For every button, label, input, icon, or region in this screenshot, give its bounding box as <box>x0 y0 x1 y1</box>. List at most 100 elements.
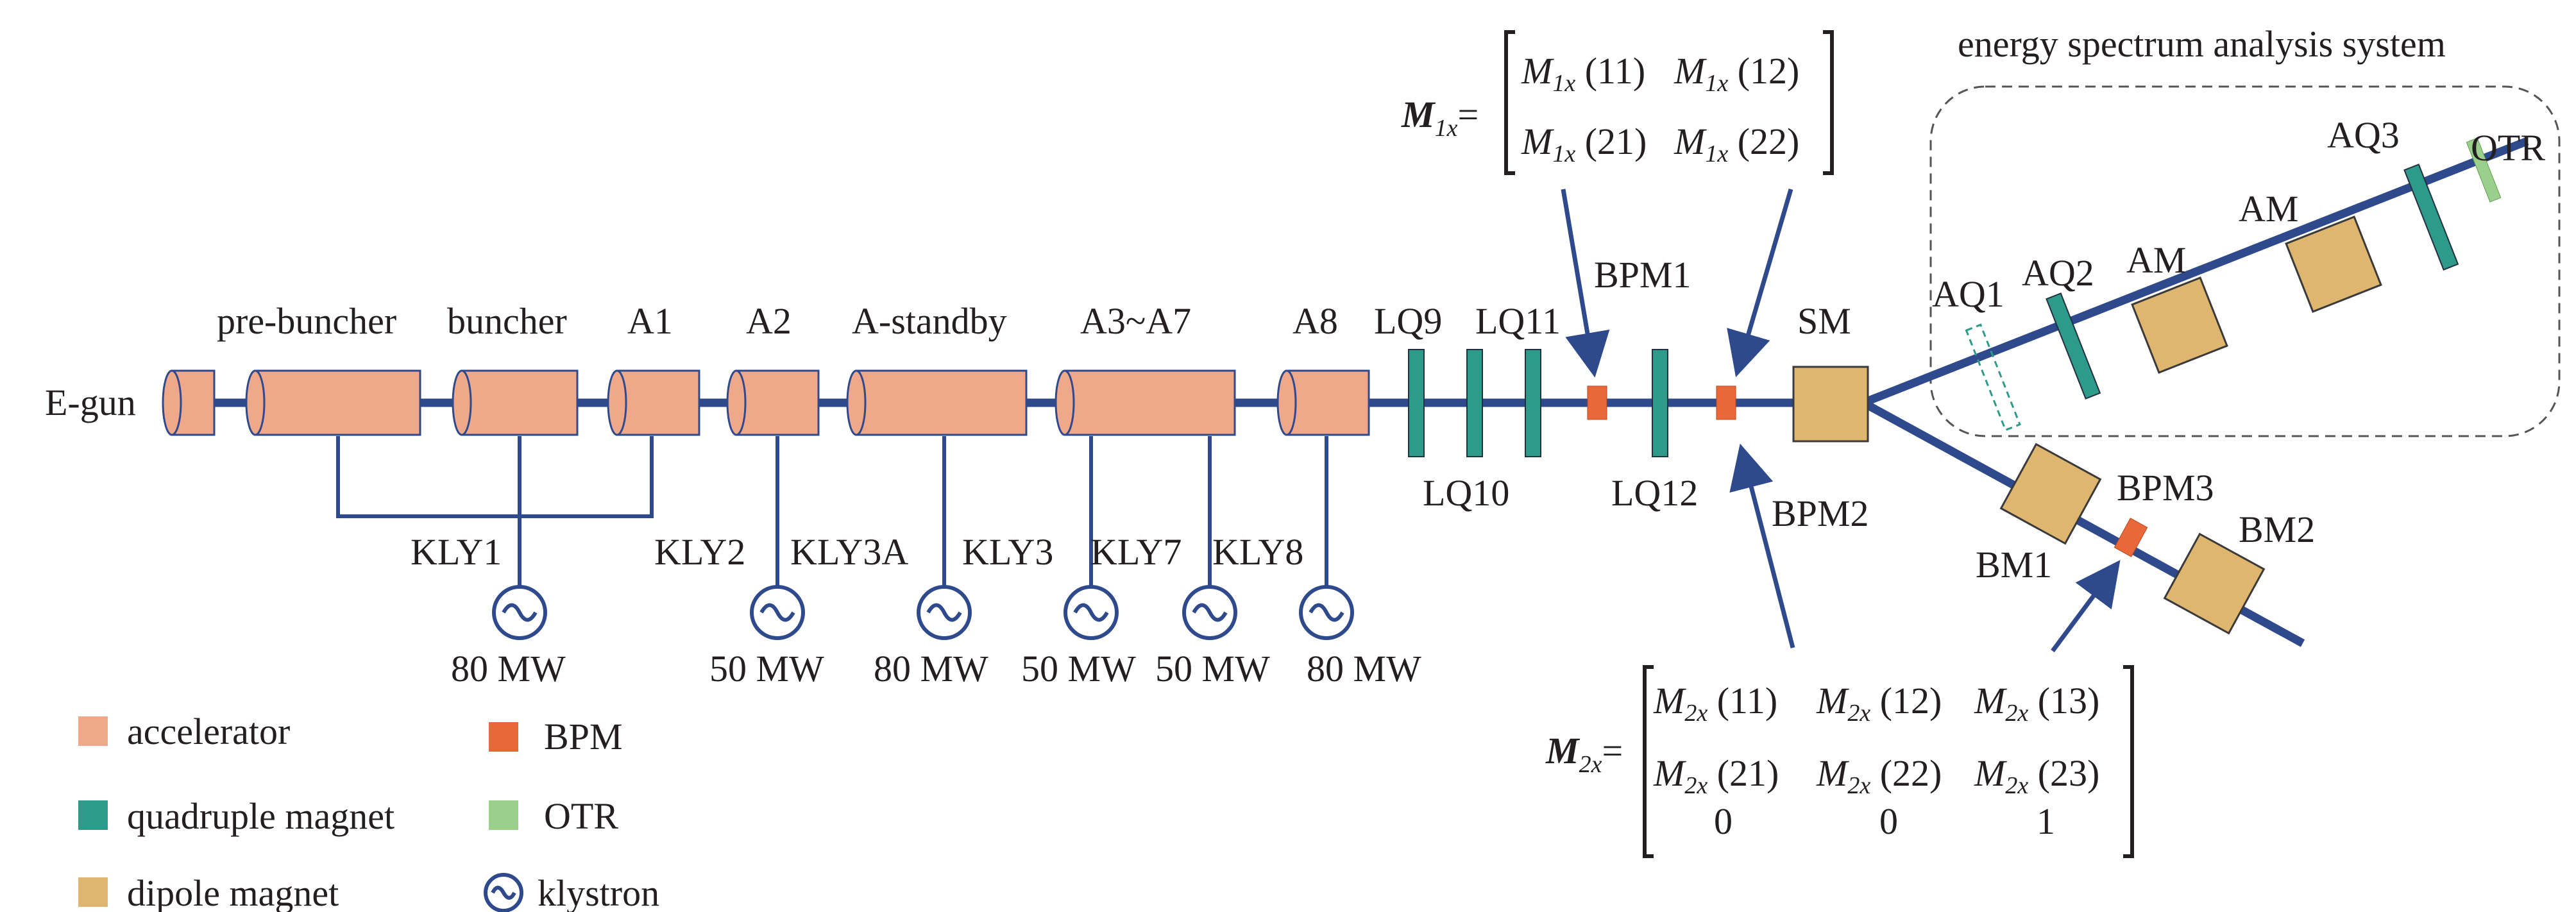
bpm1-marker <box>1587 385 1607 420</box>
svg-text:M1x (12): M1x (12) <box>1674 50 1799 97</box>
svg-text:M2x (11): M2x (11) <box>1653 680 1777 727</box>
quadrupole-lq10 <box>1466 349 1483 457</box>
buncher-label: buncher <box>447 300 567 342</box>
kly8-label: KLY8 <box>1212 531 1303 573</box>
legend-swatch-otr <box>489 800 518 830</box>
analysis-system-box <box>1929 85 2561 437</box>
legend-swatch-bpm <box>489 722 518 752</box>
lq12-label: LQ12 <box>1611 472 1698 514</box>
bpm3-marker <box>2114 518 2148 557</box>
svg-text:M2x (21): M2x (21) <box>1653 752 1779 799</box>
quadrupole-lq12 <box>1652 349 1668 457</box>
klystron-kly3 <box>1063 585 1119 640</box>
quadrupole-aq3 <box>2403 164 2459 271</box>
klystron-icon <box>484 873 523 912</box>
bpm2-marker <box>1716 385 1736 420</box>
klystron-kly1 <box>492 585 547 640</box>
beam-line-analysis <box>1861 137 2529 407</box>
otr-screen <box>2466 137 2502 203</box>
dipole-bm2 <box>2163 532 2266 635</box>
quadrupole-aq2 <box>2046 292 2101 400</box>
bpm3-label: BPM3 <box>2117 467 2214 509</box>
analysis-system-label: energy spectrum analysis system <box>1958 23 2446 65</box>
matrix-m1x: M1x= M1x (11) M1x (12) M1x (21) M1x (22) <box>1401 30 1834 175</box>
dipole-sm <box>1792 366 1869 443</box>
legend: accelerator BPM quadruple magnet OTR dip… <box>78 711 659 912</box>
aq2-label: AQ2 <box>2022 252 2094 294</box>
lq11-label: LQ11 <box>1475 300 1561 342</box>
legend-label-klystron: klystron <box>538 872 659 912</box>
svg-text:M2x=: M2x= <box>1545 730 1623 778</box>
a1-label: A1 <box>627 300 673 342</box>
kly1-power: 80 MW <box>451 648 566 689</box>
svg-text:M2x (23): M2x (23) <box>1974 752 2099 799</box>
aq1-label: AQ1 <box>1932 273 2004 315</box>
kly8-power: 80 MW <box>1307 648 1421 689</box>
e-gun-label: E-gun <box>45 382 136 423</box>
dipole-bm1 <box>1999 443 2102 545</box>
legend-swatch-dipole <box>78 877 108 907</box>
a-standby-label: A-standby <box>852 300 1007 342</box>
klystron-kly8 <box>1299 585 1354 640</box>
aq3-label: AQ3 <box>2327 114 2400 156</box>
accelerator-buncher <box>452 369 579 436</box>
legend-label-bpm: BPM <box>544 716 623 757</box>
kly3a-power: 80 MW <box>874 648 988 689</box>
kly3a-label: KLY3A <box>790 531 908 573</box>
lq9-label: LQ9 <box>1374 300 1442 342</box>
bm2-label: BM2 <box>2239 509 2315 550</box>
svg-text:M1x (22): M1x (22) <box>1674 121 1799 167</box>
a8-label: A8 <box>1292 300 1338 342</box>
sm-label: SM <box>1797 300 1851 342</box>
kly3-label: KLY3 <box>962 531 1053 573</box>
otr-label: OTR <box>2471 127 2545 169</box>
am-1-label: AM <box>2126 239 2186 281</box>
svg-text:0: 0 <box>1714 800 1733 842</box>
a3-a7-label: A3~A7 <box>1080 300 1191 342</box>
bpm1-label: BPM1 <box>1594 254 1691 296</box>
klystron-kly3a <box>917 585 972 640</box>
kly1-label: KLY1 <box>411 531 502 573</box>
legend-swatch-quad <box>78 800 108 830</box>
svg-text:M2x (13): M2x (13) <box>1974 680 2099 727</box>
lq10-label: LQ10 <box>1423 472 1509 514</box>
arrow-m2x-to-bpm3 <box>2051 560 2121 653</box>
kly3-power: 50 MW <box>1021 648 1136 689</box>
accelerator-pre-buncher <box>245 369 421 436</box>
kly2-power: 50 MW <box>709 648 824 689</box>
pre-buncher-label: pre-buncher <box>217 300 396 342</box>
legend-label-quad: quadruple magnet <box>127 795 394 837</box>
arrow-m1x-to-bpm2 <box>1727 189 1793 378</box>
dipole-am-2 <box>2285 215 2382 313</box>
dipole-am-1 <box>2131 276 2228 374</box>
accelerator-a2 <box>726 369 820 436</box>
bm1-label: BM1 <box>1976 544 2052 586</box>
svg-text:M1x (11): M1x (11) <box>1521 50 1645 97</box>
accelerator-a-standby <box>846 369 1028 436</box>
accelerator-a3-a7 <box>1055 369 1236 436</box>
klystron-kly7 <box>1182 585 1237 640</box>
kly2-label: KLY2 <box>654 531 745 573</box>
am-2-label: AM <box>2239 188 2298 230</box>
svg-text:M1x=: M1x= <box>1401 94 1479 142</box>
kly7-label: KLY7 <box>1090 531 1182 573</box>
a2-label: A2 <box>746 300 792 342</box>
matrix-m2x: M2x= M2x (11) M2x (12) M2x (13) M2x (21)… <box>1545 665 2134 858</box>
e-gun <box>162 369 216 436</box>
legend-label-otr: OTR <box>544 795 618 837</box>
quadrupole-aq1 <box>1965 323 2021 432</box>
svg-text:M2x (22): M2x (22) <box>1816 752 1942 799</box>
svg-text:0: 0 <box>1879 800 1898 842</box>
legend-label-accelerator: accelerator <box>127 711 290 752</box>
arrow-m2x-to-bpm2 <box>1729 443 1795 648</box>
svg-text:M2x (12): M2x (12) <box>1816 680 1942 727</box>
kly7-power: 50 MW <box>1155 648 1270 689</box>
svg-text:M1x (21): M1x (21) <box>1521 121 1647 167</box>
legend-swatch-accelerator <box>78 716 108 746</box>
legend-label-dipole: dipole magnet <box>127 872 339 912</box>
kly1-feed-wire <box>336 436 654 518</box>
accelerator-a8 <box>1276 369 1370 436</box>
arrow-m1x-to-bpm1 <box>1561 189 1610 378</box>
quadrupole-lq9 <box>1408 349 1425 457</box>
